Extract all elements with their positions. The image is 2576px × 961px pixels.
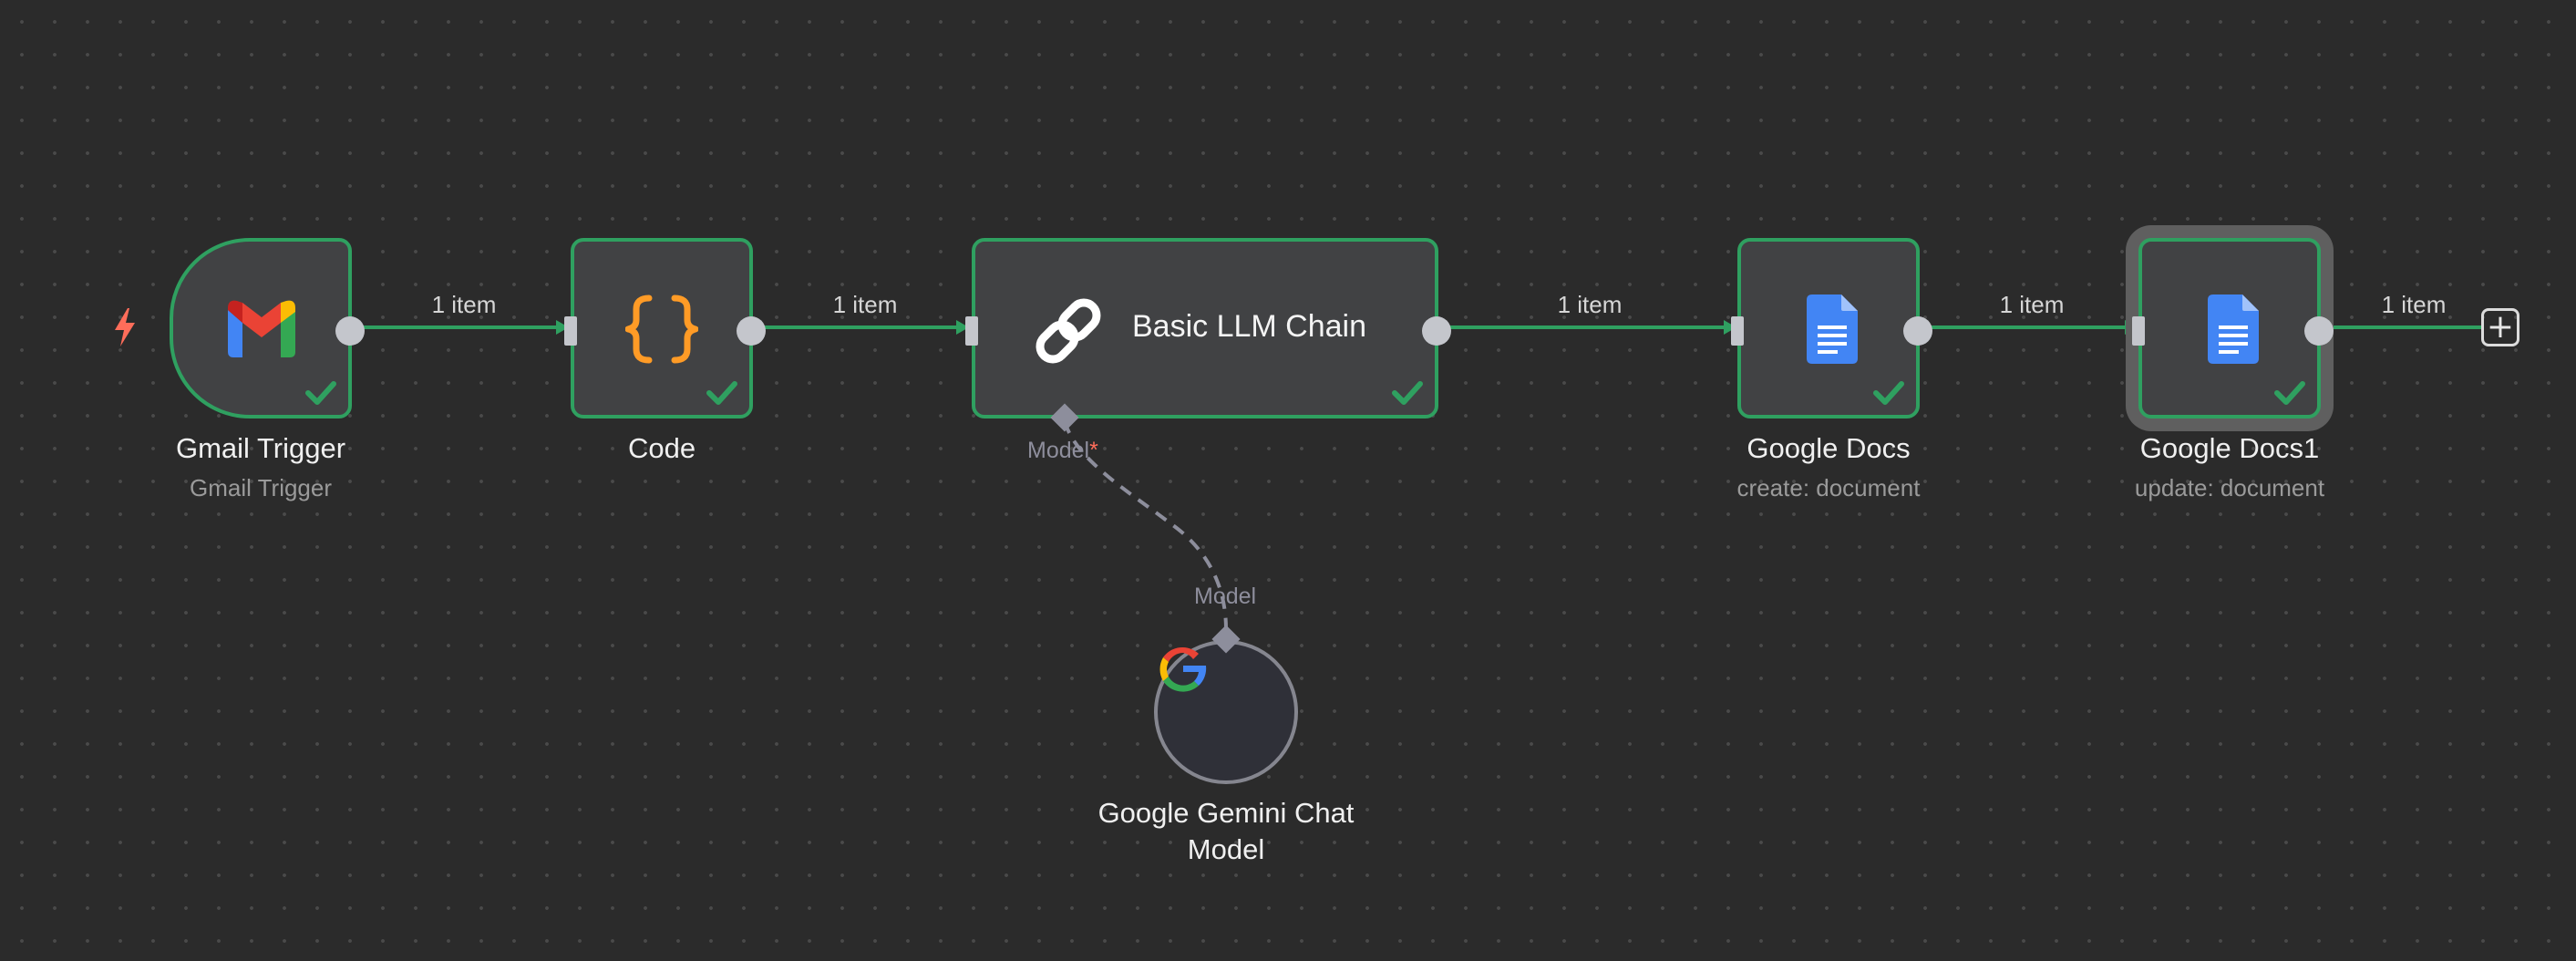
output-port[interactable] bbox=[1903, 316, 1932, 346]
input-port[interactable] bbox=[564, 316, 577, 346]
output-port[interactable] bbox=[335, 316, 365, 346]
connection-llm-to-docs[interactable] bbox=[1438, 320, 1736, 335]
node-title: Gmail Trigger bbox=[175, 432, 346, 464]
node-subtitle: create: document bbox=[1736, 474, 1921, 501]
node-title-line1: Google Gemini Chat bbox=[1097, 797, 1355, 829]
link-icon bbox=[1036, 298, 1101, 364]
node-title: Code bbox=[627, 432, 696, 464]
trigger-bolt-icon bbox=[115, 308, 135, 346]
success-check-icon bbox=[1392, 381, 1423, 405]
gmail-icon bbox=[228, 300, 295, 357]
add-node-button[interactable]: + bbox=[2481, 308, 2519, 346]
node-title: Basic LLM Chain bbox=[1132, 309, 1367, 344]
node-title: Google Docs bbox=[1747, 432, 1911, 464]
edge-item-count: 1 item bbox=[1999, 291, 2065, 318]
edge-item-count: 1 item bbox=[1557, 291, 1623, 318]
connection-docs-to-docs1[interactable] bbox=[1920, 320, 2138, 335]
node-google-gemini-chat-model[interactable] bbox=[1154, 625, 1298, 784]
output-port[interactable] bbox=[737, 316, 766, 346]
node-google-docs1[interactable] bbox=[2132, 238, 2334, 418]
success-check-icon bbox=[305, 381, 336, 405]
node-gmail-trigger[interactable] bbox=[170, 238, 365, 418]
output-port[interactable] bbox=[2304, 316, 2334, 346]
success-check-icon bbox=[2274, 381, 2305, 405]
connection-code-to-llm[interactable] bbox=[753, 320, 969, 335]
node-title-line2: Model bbox=[1187, 833, 1265, 865]
node-google-docs[interactable] bbox=[1731, 238, 1932, 418]
success-check-icon bbox=[706, 381, 737, 405]
node-subtitle: update: document bbox=[2134, 474, 2325, 501]
edge-item-count: 1 item bbox=[832, 291, 898, 318]
node-title: Google Docs1 bbox=[2139, 432, 2320, 464]
gemini-port-label: Model bbox=[1194, 584, 1257, 609]
node-subtitle: Gmail Trigger bbox=[189, 474, 333, 501]
node-code[interactable] bbox=[564, 238, 766, 418]
edge-item-count: 1 item bbox=[2381, 291, 2447, 318]
connection-gmail-to-code[interactable] bbox=[352, 320, 569, 335]
connection-gemini-to-llm-model[interactable] bbox=[1063, 420, 1228, 630]
node-basic-llm-chain[interactable]: Basic LLM Chain bbox=[965, 238, 1451, 432]
input-port[interactable] bbox=[2132, 316, 2145, 346]
google-docs-icon bbox=[1807, 294, 1858, 364]
google-g-icon bbox=[1159, 646, 1207, 692]
model-port-label: Model* bbox=[1027, 438, 1098, 463]
input-port[interactable] bbox=[1731, 316, 1744, 346]
edge-item-count: 1 item bbox=[431, 291, 497, 318]
success-check-icon bbox=[1873, 381, 1904, 405]
code-braces-icon bbox=[625, 294, 698, 364]
input-port[interactable] bbox=[965, 316, 978, 346]
google-docs-icon bbox=[2208, 294, 2259, 364]
output-port[interactable] bbox=[1422, 316, 1451, 346]
